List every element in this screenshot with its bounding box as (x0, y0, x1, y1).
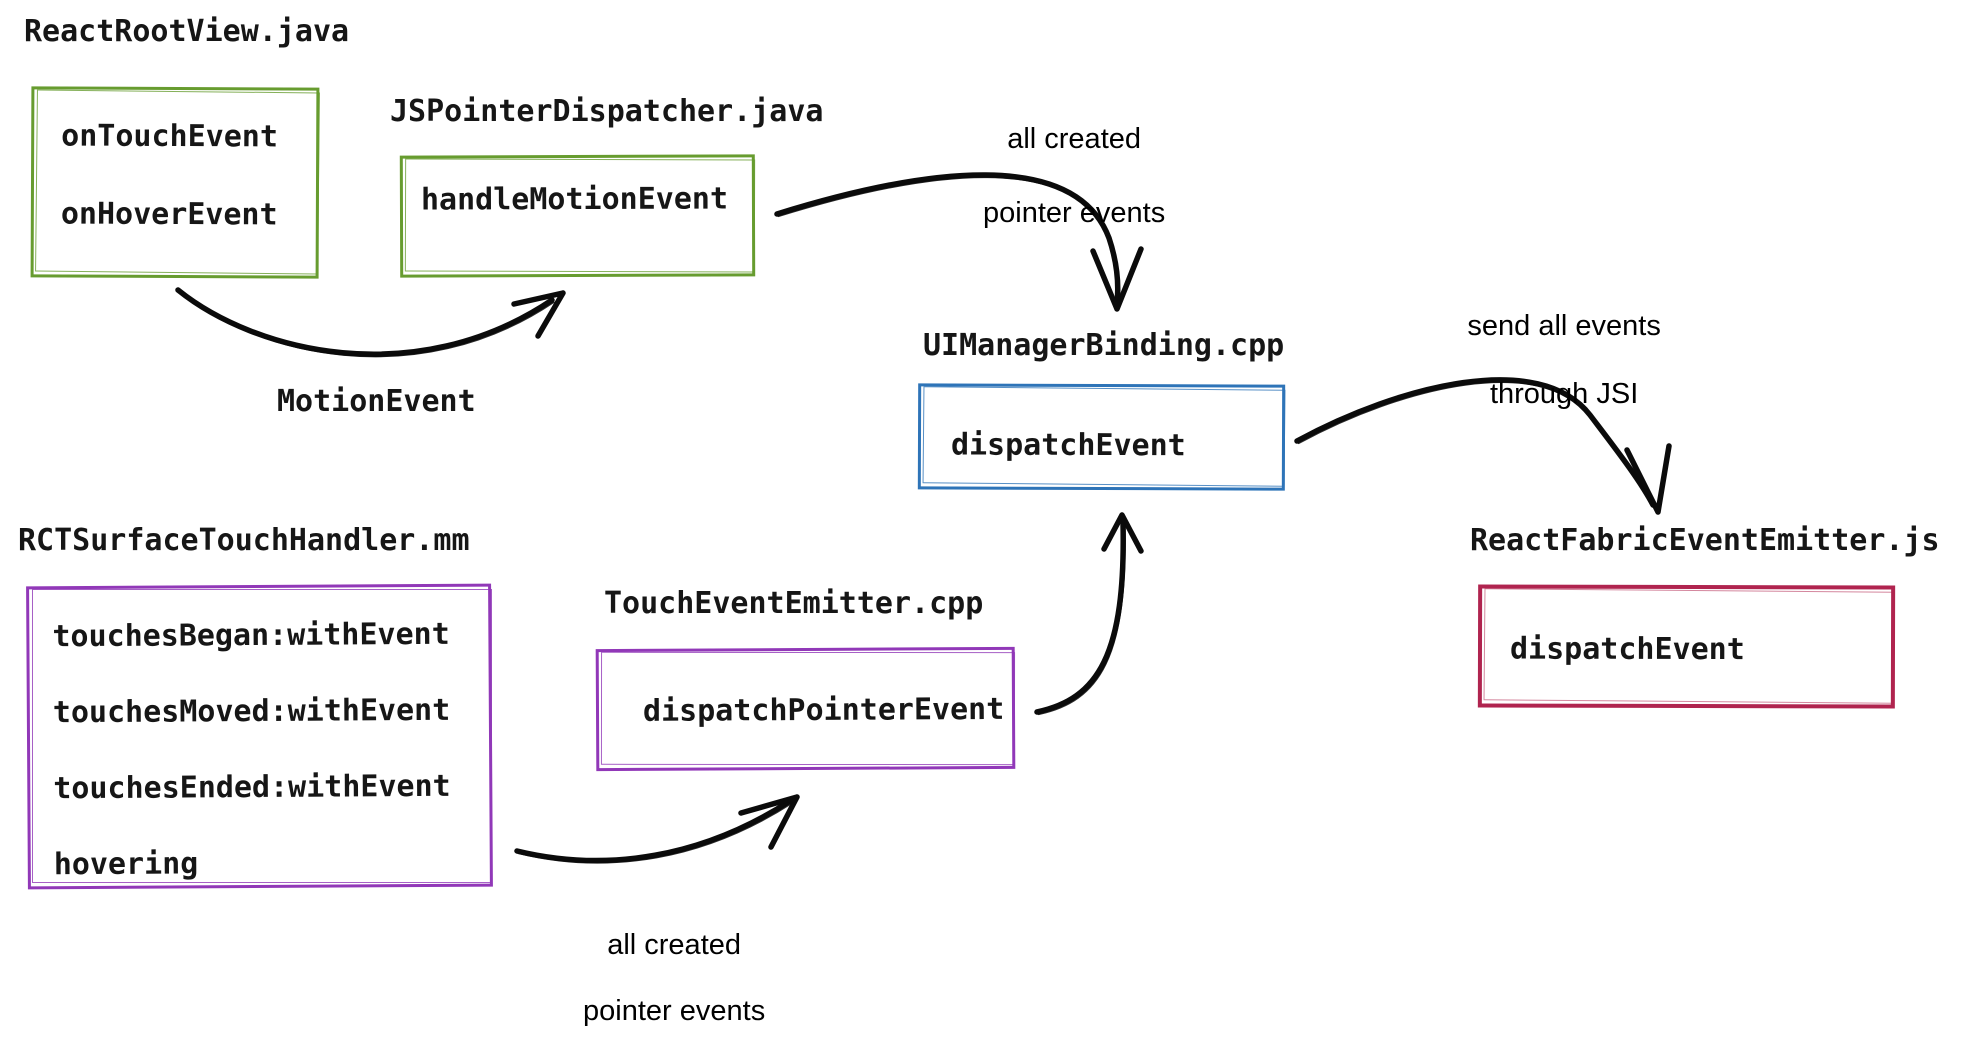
arrow-pointer-events-bottom-head (738, 794, 800, 850)
file-label-rctsurfacetouchhandler: RCTSurfaceTouchHandler.mm (18, 523, 470, 558)
method-touchesended: touchesEnded:withEvent (53, 768, 451, 807)
overstroke (517, 802, 793, 864)
edge-label-line: pointer events (983, 197, 1166, 229)
method-touchesbegan: touchesBegan:withEvent (52, 616, 450, 655)
method-touchesmoved: touchesMoved:withEvent (52, 692, 451, 731)
edge-label-line: pointer events (583, 995, 766, 1027)
file-label-reactfabriceventemitter: ReactFabricEventEmitter.js (1470, 523, 1940, 558)
node-box-reactfabriceventemitter: dispatchEvent (1477, 584, 1896, 709)
edge-label-all-created-pointer-events-top: all created pointer events (936, 84, 1180, 269)
edge-label-motionevent: MotionEvent (277, 384, 476, 419)
method-dispatchpointerevent: dispatchPointerEvent (642, 691, 1005, 729)
edge-label-line: all created (1007, 123, 1142, 155)
arrow-dispatch-up-head (1101, 512, 1144, 554)
method-onhoverevent: onHoverEvent (60, 196, 278, 233)
file-label-uimanagerbinding: UIManagerBinding.cpp (923, 328, 1285, 363)
node-box-toucheventemitter: dispatchPointerEvent (595, 646, 1016, 772)
method-ontouchevent: onTouchEvent (61, 118, 279, 155)
edge-label-all-created-pointer-events-bottom: all created pointer events (536, 896, 780, 1061)
arrow-dispatch-up-shaft (1034, 519, 1126, 715)
method-handlemotionevent: handleMotionEvent (420, 181, 729, 218)
edge-label-line: through JSI (1489, 378, 1639, 410)
node-box-reactrootview: onTouchEvent onHoverEvent (30, 86, 320, 279)
edge-label-line: send all events (1467, 310, 1661, 342)
edge-label-send-all-events-through-jsi: send all events through JSI (1426, 275, 1670, 445)
node-box-rctsurfacetouchhandler: touchesBegan:withEvent touchesMoved:with… (26, 583, 493, 890)
node-box-uimanagerbinding: dispatchEvent (917, 383, 1286, 491)
node-box-jspointerdispatcher: handleMotionEvent (399, 154, 756, 278)
edge-label-line: all created (607, 929, 742, 961)
file-label-toucheventemitter: TouchEventEmitter.cpp (604, 586, 984, 621)
method-hovering: hovering (53, 846, 199, 883)
overstroke (178, 291, 555, 358)
diagram-canvas: ReactRootView.java onTouchEvent onHoverE… (0, 0, 1980, 985)
arrow-jsi-head (1624, 443, 1672, 515)
file-label-jspointerdispatcher: JSPointerDispatcher.java (390, 94, 824, 129)
overstroke (1037, 523, 1126, 716)
method-dispatchevent-cpp: dispatchEvent (950, 427, 1186, 464)
file-label-reactrootview: ReactRootView.java (24, 14, 350, 49)
arrow-pointer-events-bottom-shaft (514, 798, 793, 864)
method-dispatchevent-js: dispatchEvent (1509, 631, 1745, 668)
arrow-motionevent-head (511, 290, 566, 339)
arrow-motionevent-shaft (175, 287, 555, 357)
